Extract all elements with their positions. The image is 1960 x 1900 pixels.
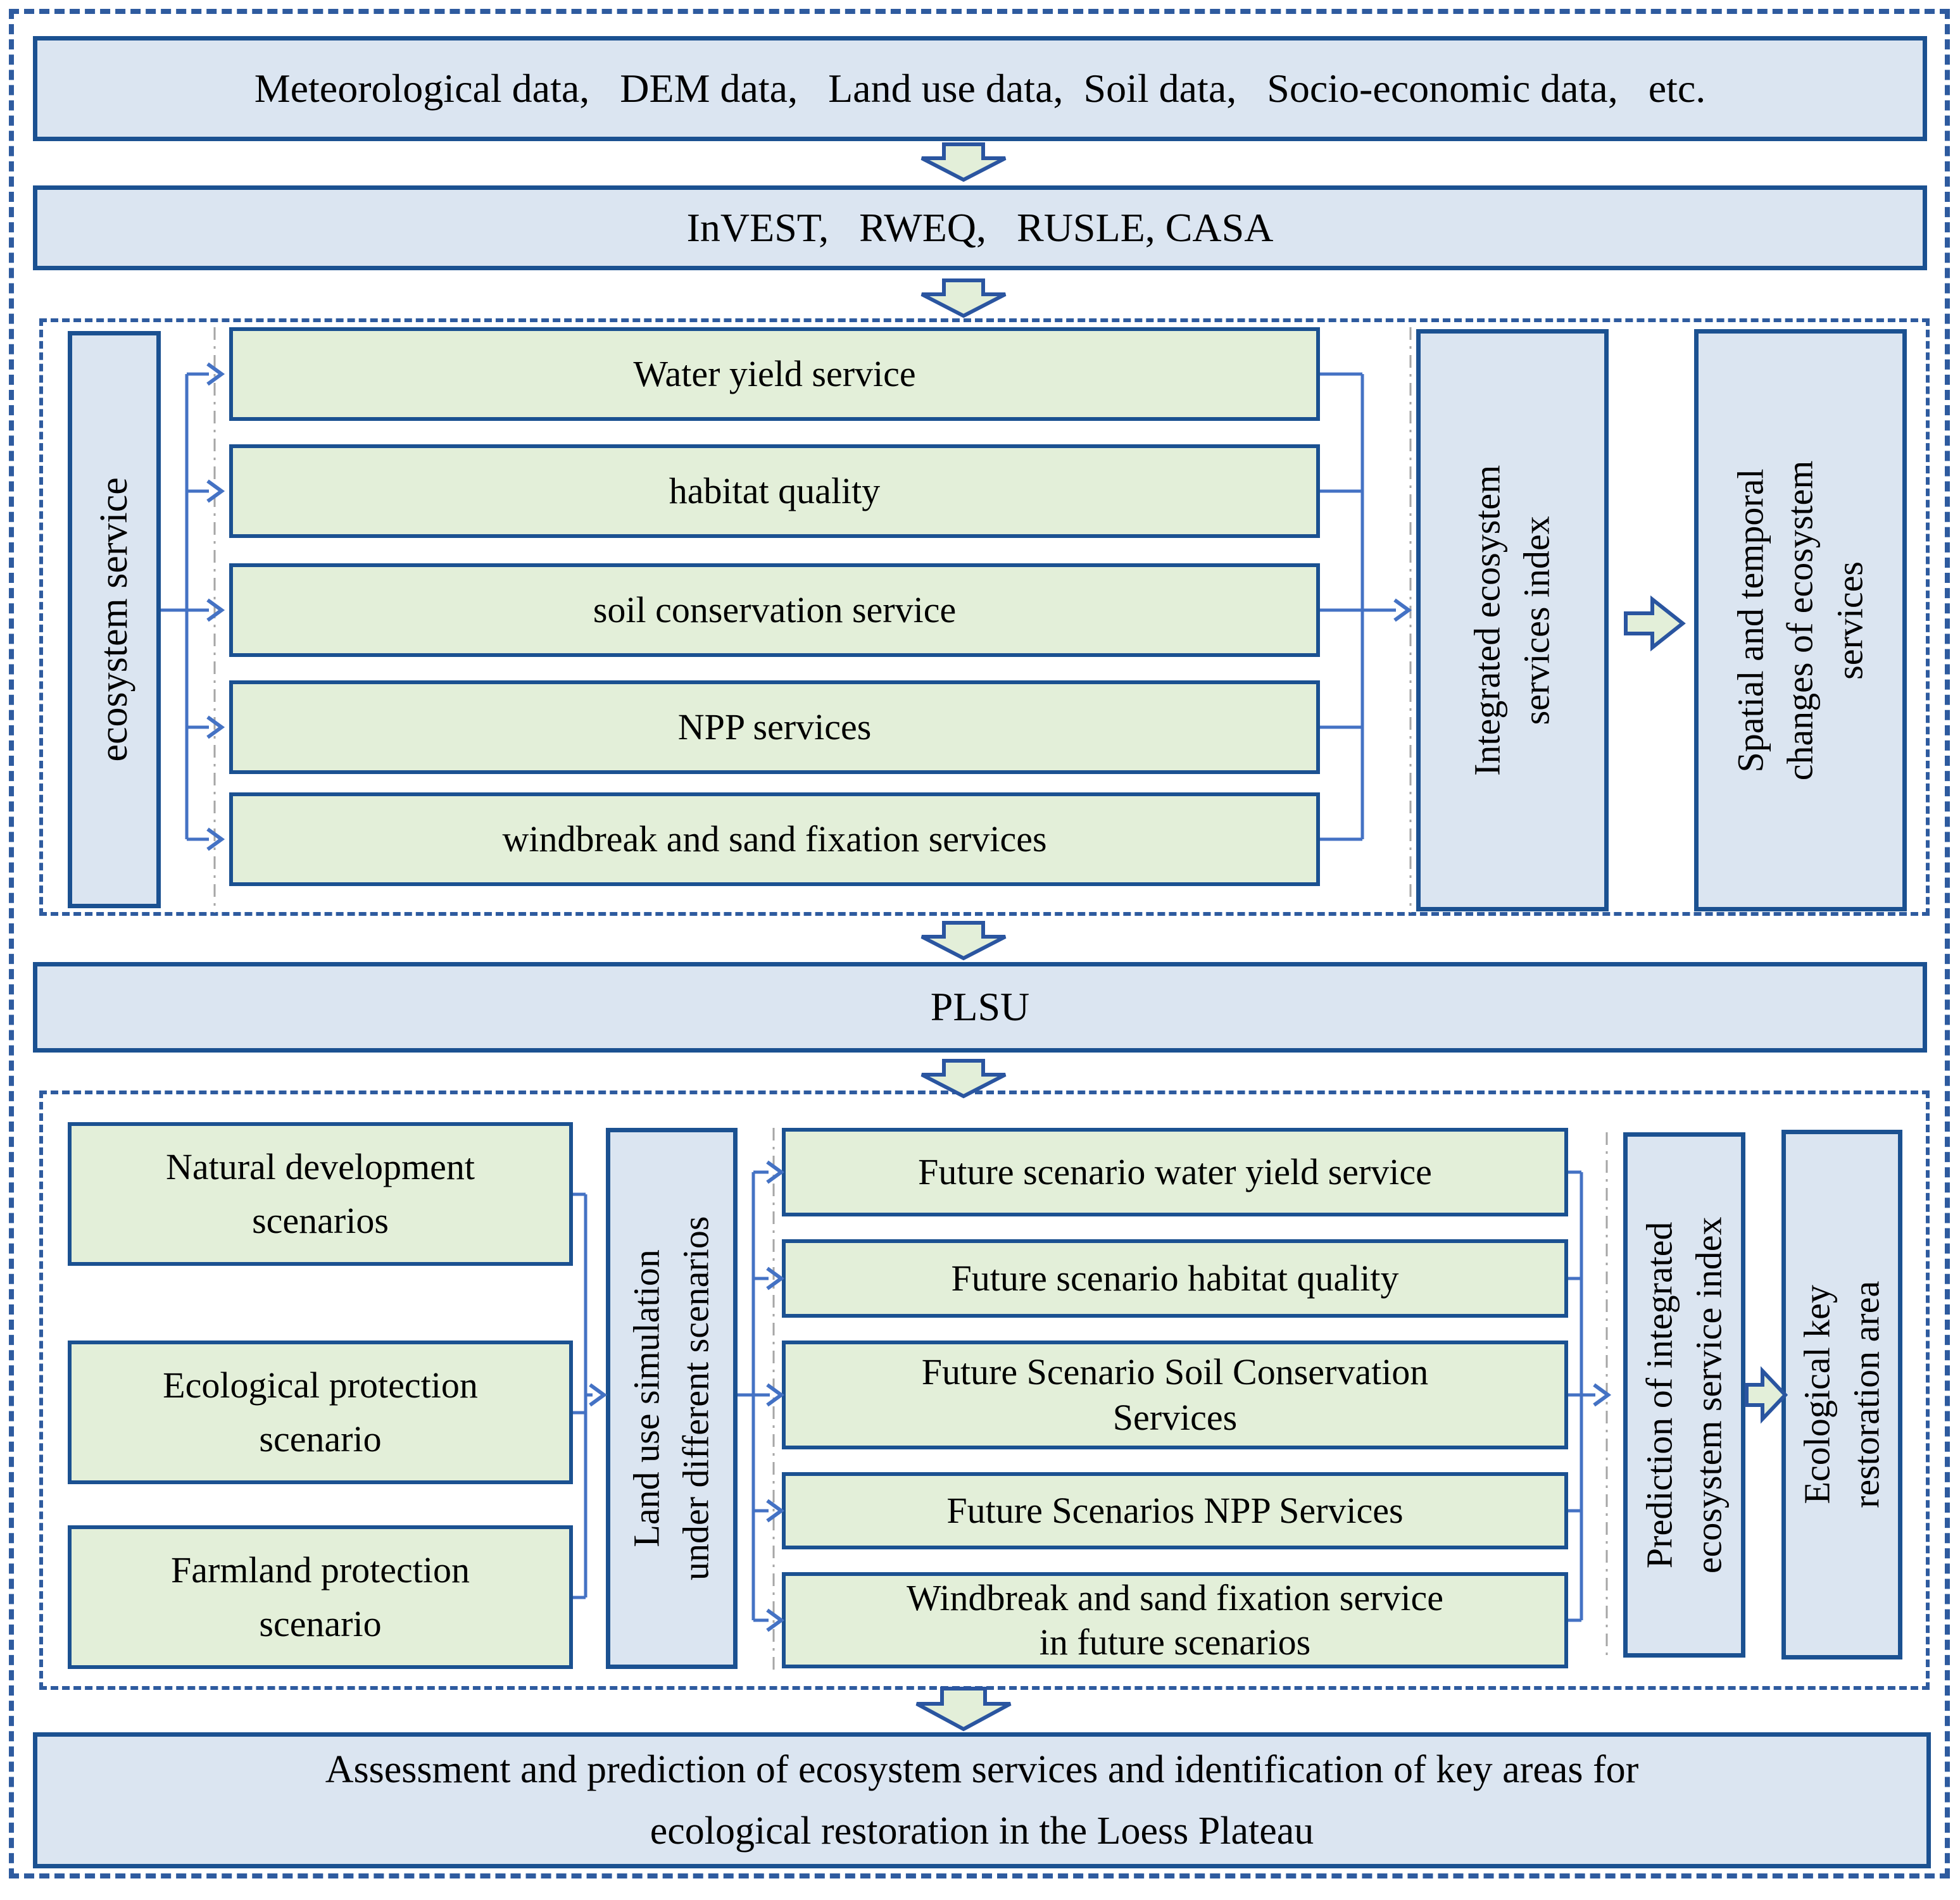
land-use-simulation-box: Land use simulation under different scen…	[606, 1128, 738, 1669]
service-label: NPP services	[677, 706, 872, 747]
land-use-simulation-label: Land use simulation under different scen…	[625, 1216, 717, 1581]
spatiotemporal-changes-label: Spatial and temporal changes of ecosyste…	[1730, 460, 1871, 780]
data-sources-box: Meteorological data, DEM data, Land use …	[33, 36, 1927, 141]
service-box-npp: NPP services	[229, 680, 1320, 774]
service-label: habitat quality	[669, 470, 881, 511]
section1-dotted-frame	[39, 318, 1930, 916]
integrated-index-box: Integrated ecosystem services index	[1416, 329, 1609, 911]
service-box-water-yield: Water yield service	[229, 327, 1320, 421]
outer-dotted-frame	[9, 9, 1950, 1878]
models-label: InVEST, RWEQ, RUSLE, CASA	[686, 204, 1274, 250]
future-service-box-windbreak: Windbreak and sand fixation service in f…	[782, 1572, 1568, 1668]
conclusion-label: Assessment and prediction of ecosystem s…	[325, 1748, 1639, 1853]
prediction-index-box: Prediction of integrated ecosystem servi…	[1623, 1132, 1745, 1658]
plsu-label: PLSU	[930, 984, 1030, 1030]
service-label: Water yield service	[633, 353, 916, 394]
service-label: soil conservation service	[593, 589, 957, 630]
scenario-label: Farmland protection scenario	[171, 1549, 470, 1644]
service-box-soil-conservation: soil conservation service	[229, 563, 1320, 657]
scenario-label: Natural development scenarios	[166, 1146, 475, 1241]
plsu-box: PLSU	[33, 962, 1927, 1053]
conclusion-box: Assessment and prediction of ecosystem s…	[33, 1732, 1931, 1868]
service-box-windbreak: windbreak and sand fixation services	[229, 792, 1320, 886]
future-service-label: Future scenario water yield service	[918, 1151, 1432, 1192]
future-service-label: Future scenario habitat quality	[951, 1257, 1399, 1299]
future-service-box-npp: Future Scenarios NPP Services	[782, 1472, 1568, 1549]
data-sources-label: Meteorological data, DEM data, Land use …	[254, 65, 1706, 111]
future-service-box-water-yield: Future scenario water yield service	[782, 1128, 1568, 1216]
future-service-label: Future Scenario Soil Conservation Servic…	[921, 1351, 1429, 1439]
future-service-box-habitat-quality: Future scenario habitat quality	[782, 1239, 1568, 1318]
models-box: InVEST, RWEQ, RUSLE, CASA	[33, 185, 1927, 270]
prediction-index-label: Prediction of integrated ecosystem servi…	[1638, 1216, 1730, 1573]
restoration-area-box: Ecological key restoration area	[1781, 1130, 1902, 1659]
scenario-box-natural-development: Natural development scenarios	[68, 1122, 573, 1266]
ecosystem-service-label: ecosystem service	[92, 477, 135, 762]
scenario-box-farmland-protection: Farmland protection scenario	[68, 1525, 573, 1669]
future-service-label: Future Scenarios NPP Services	[946, 1489, 1404, 1531]
restoration-area-label: Ecological key restoration area	[1796, 1280, 1887, 1509]
future-service-box-soil-conservation: Future Scenario Soil Conservation Servic…	[782, 1341, 1568, 1449]
scenario-label: Ecological protection scenario	[163, 1365, 478, 1459]
spatiotemporal-changes-box: Spatial and temporal changes of ecosyste…	[1694, 329, 1907, 911]
ecosystem-service-box: ecosystem service	[68, 331, 161, 908]
future-service-label: Windbreak and sand fixation service in f…	[906, 1577, 1444, 1663]
scenario-box-ecological-protection: Ecological protection scenario	[68, 1341, 573, 1484]
service-box-habitat-quality: habitat quality	[229, 444, 1320, 538]
integrated-index-label: Integrated ecosystem services index	[1466, 465, 1557, 776]
service-label: windbreak and sand fixation services	[502, 818, 1047, 859]
